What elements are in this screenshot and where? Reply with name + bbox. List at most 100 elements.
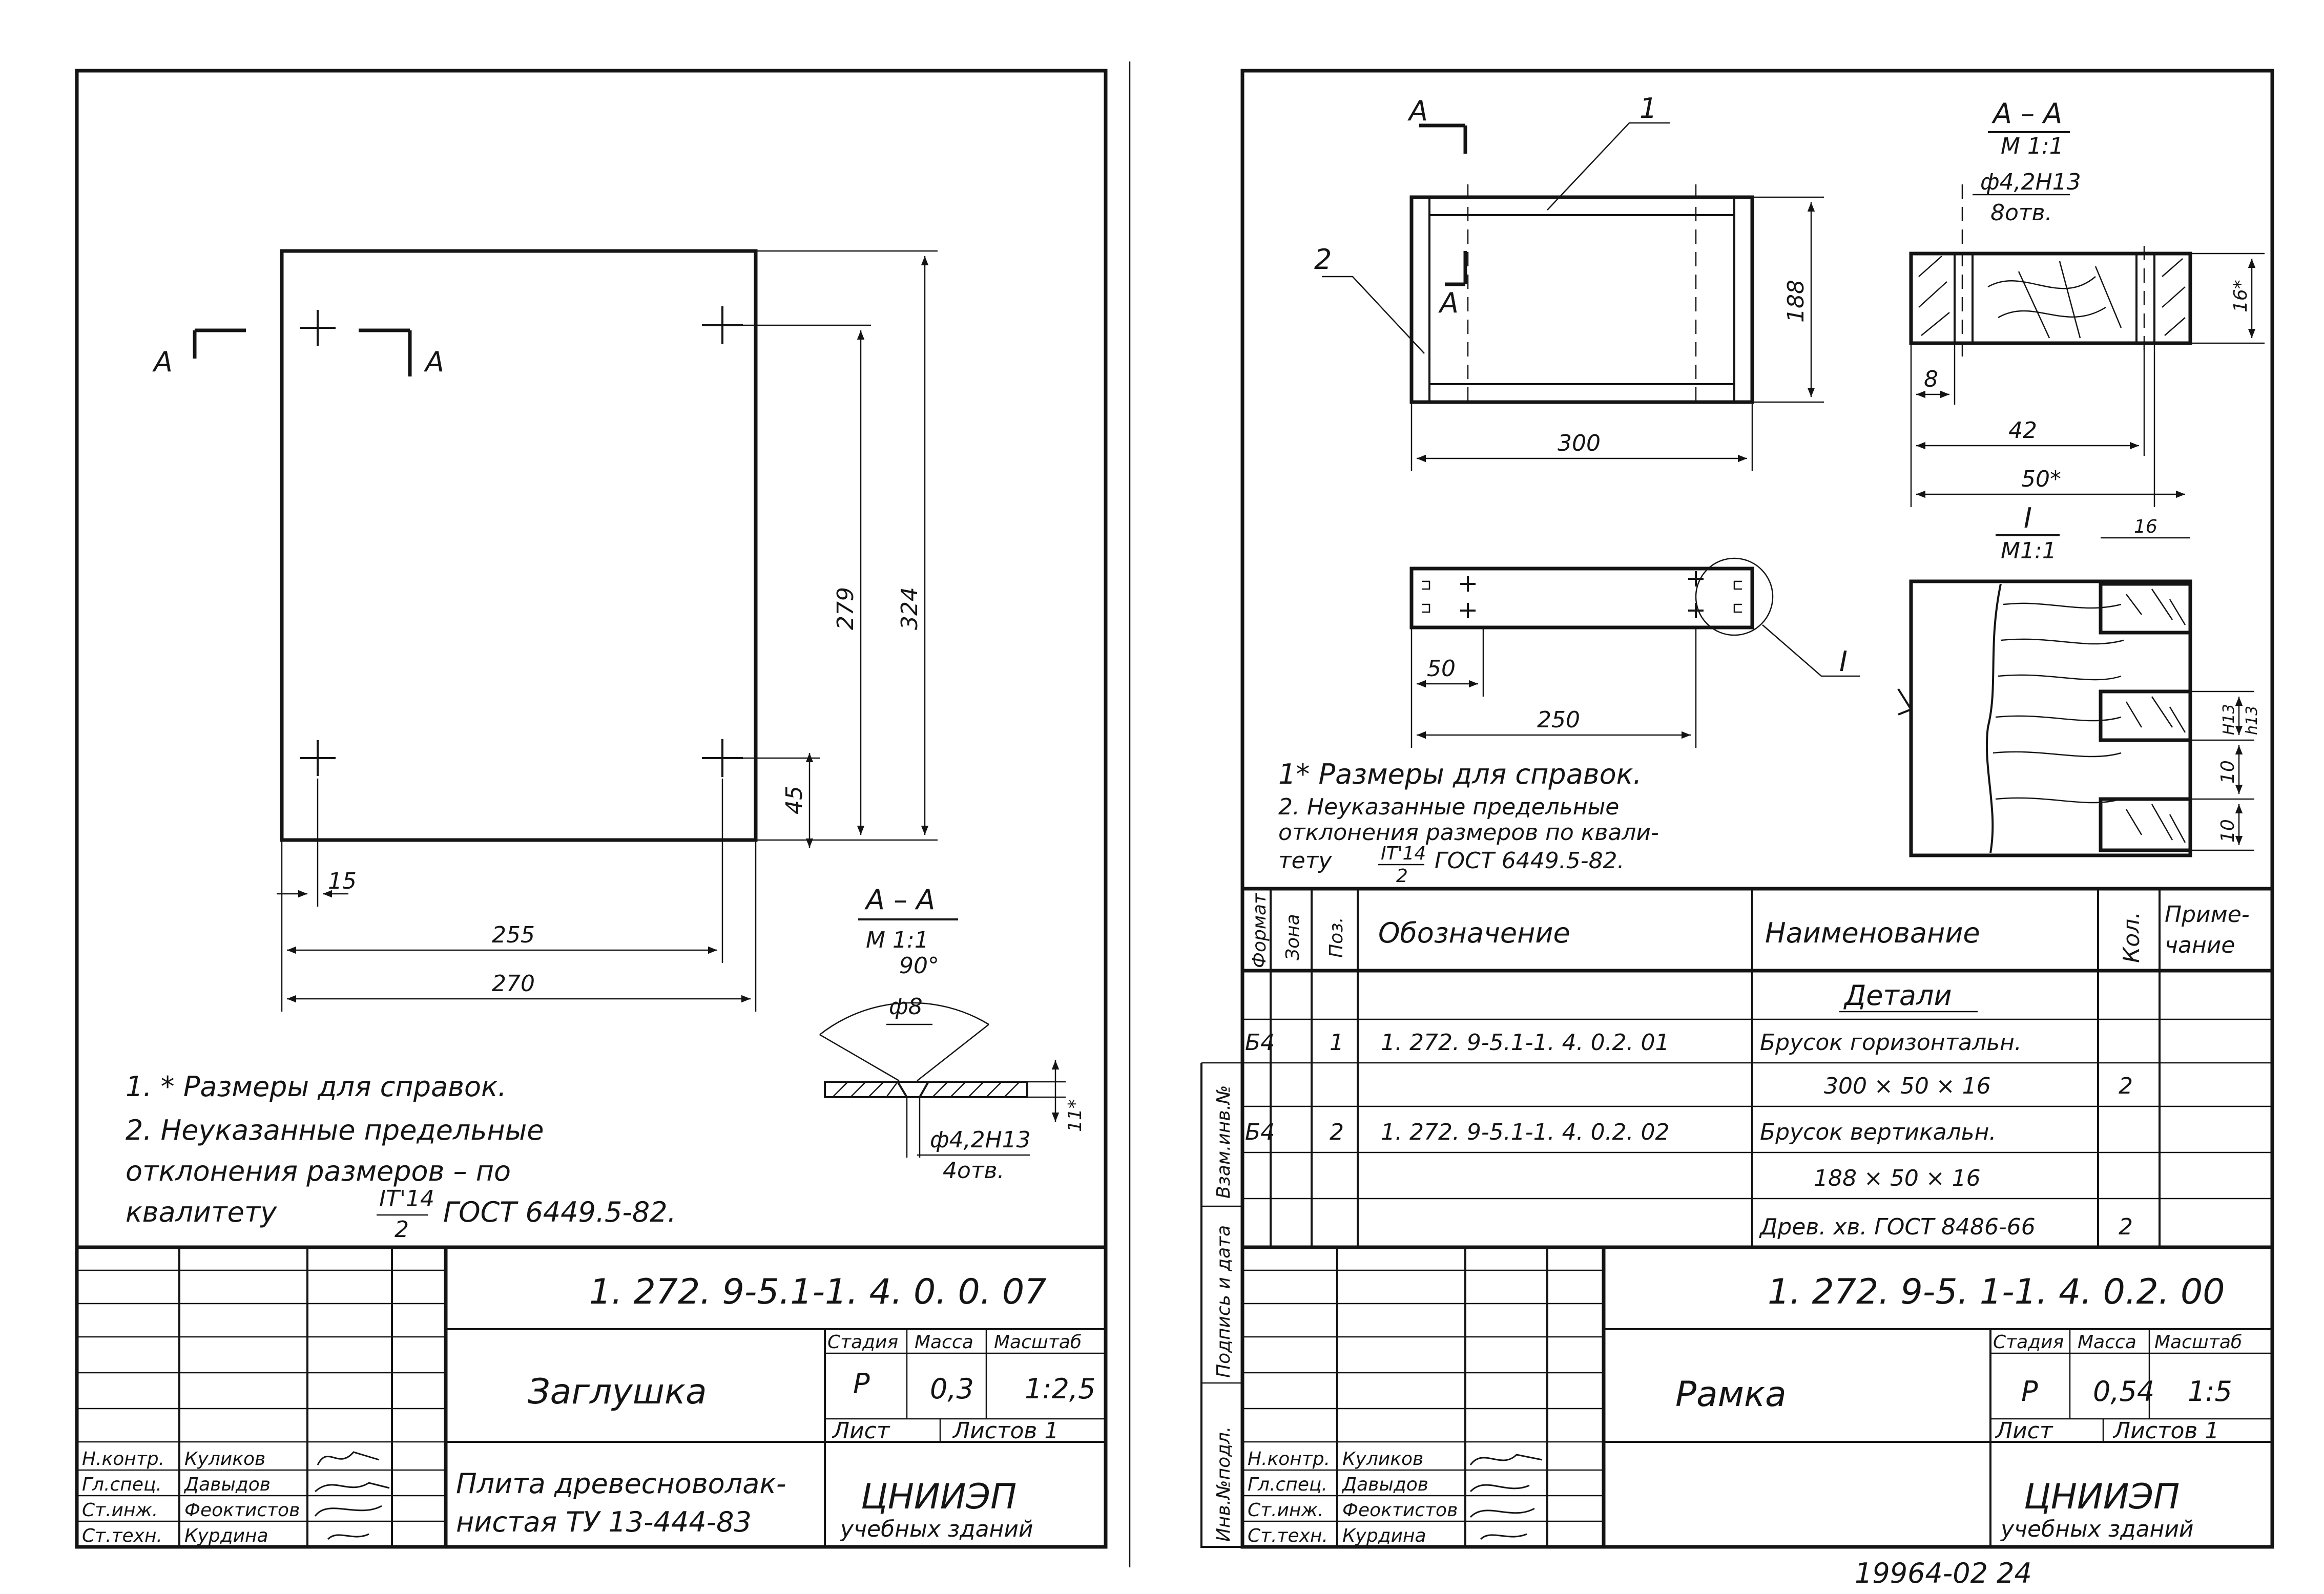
svg-text:11*: 11* bbox=[1065, 1099, 1086, 1132]
svg-text:2: 2 bbox=[2119, 1214, 2133, 1240]
svg-text:Ст.инж.: Ст.инж. bbox=[1248, 1500, 1323, 1521]
right-notes: 1* Размеры для справок. 2. Неуказанные п… bbox=[1278, 758, 1659, 887]
svg-text:Ст.инж.: Ст.инж. bbox=[82, 1500, 158, 1521]
svg-text:чание: чание bbox=[2165, 932, 2235, 958]
svg-text:Давыдов: Давыдов bbox=[1341, 1474, 1428, 1495]
dim-279: 279 bbox=[833, 587, 859, 630]
section-marker-right: А bbox=[359, 328, 444, 378]
svg-text:тету: тету bbox=[1278, 848, 1332, 874]
right-frame bbox=[1240, 69, 2274, 1549]
svg-text:Феоктистов: Феоктистов bbox=[1342, 1500, 1458, 1521]
svg-text:отклонения размеров по квали-: отклонения размеров по квали- bbox=[1278, 820, 1659, 846]
svg-text:1. 272. 9-5.1-1. 4. 0. 0. 07: 1. 272. 9-5.1-1. 4. 0. 0. 07 bbox=[589, 1272, 1047, 1312]
svg-text:М1:1: М1:1 bbox=[2001, 538, 2057, 564]
dim-45: 45 bbox=[781, 786, 807, 814]
svg-text:ГОСТ 6449.5-82.: ГОСТ 6449.5-82. bbox=[443, 1196, 676, 1228]
svg-text:16*: 16* bbox=[2230, 280, 2251, 312]
svg-text:ЦНИИЭП: ЦНИИЭП bbox=[861, 1477, 1016, 1517]
svg-text:А: А bbox=[152, 346, 173, 378]
svg-text:Кол.: Кол. bbox=[2119, 912, 2145, 963]
svg-text:1: 1 bbox=[1330, 1030, 1344, 1056]
side-label-1: Подпись и дата bbox=[1213, 1225, 1234, 1378]
svg-text:ф8: ф8 bbox=[889, 994, 923, 1020]
svg-text:2: 2 bbox=[2119, 1073, 2133, 1099]
svg-text:1:2,5: 1:2,5 bbox=[1025, 1373, 1095, 1405]
svg-text:отклонения размеров – по: отклонения размеров – по bbox=[126, 1155, 511, 1187]
svg-text:А – А: А – А bbox=[864, 884, 935, 916]
svg-text:ф4,2Н13: ф4,2Н13 bbox=[1980, 169, 2081, 195]
svg-text:Курдина: Курдина bbox=[1342, 1525, 1426, 1546]
left-frame bbox=[75, 69, 1108, 1549]
svg-text:IT'14: IT'14 bbox=[379, 1186, 434, 1212]
svg-text:Масса: Масса bbox=[915, 1332, 973, 1353]
svg-text:Давыдов: Давыдов bbox=[183, 1474, 271, 1495]
svg-text:1* Размеры для справок.: 1* Размеры для справок. bbox=[1278, 758, 1642, 790]
svg-text:16: 16 bbox=[2134, 516, 2157, 537]
svg-text:Гл.спец.: Гл.спец. bbox=[82, 1474, 162, 1495]
svg-text:250: 250 bbox=[1537, 707, 1580, 733]
dim-255: 255 bbox=[492, 922, 535, 948]
svg-text:квалитету: квалитету bbox=[126, 1196, 277, 1228]
plate-bottom-dims bbox=[277, 779, 757, 1012]
svg-text:М 1:1: М 1:1 bbox=[866, 927, 929, 953]
hole-marks bbox=[300, 306, 743, 777]
svg-text:Ст.техн.: Ст.техн. bbox=[82, 1525, 162, 1546]
svg-text:А: А bbox=[1438, 287, 1459, 319]
svg-text:Р: Р bbox=[2021, 1375, 2038, 1408]
left-section-aa: А – А М 1:1 90° ф8 11* ф4,2Н13 4отв. bbox=[819, 884, 1086, 1184]
svg-text:2: 2 bbox=[395, 1217, 409, 1243]
svg-text:Н.контр.: Н.контр. bbox=[1248, 1449, 1330, 1470]
svg-text:1. * Размеры для справок.: 1. * Размеры для справок. bbox=[126, 1071, 507, 1103]
svg-text:Заглушка: Заглушка bbox=[528, 1372, 707, 1412]
svg-text:Курдина: Курдина bbox=[184, 1525, 268, 1546]
svg-text:Лист: Лист bbox=[832, 1418, 890, 1444]
svg-text:188 × 50 × 16: 188 × 50 × 16 bbox=[1814, 1165, 1981, 1191]
section-marker-left: А bbox=[152, 328, 246, 378]
detail-i: I М1:1 16 Н13 h13 bbox=[1897, 502, 2261, 857]
svg-text:300: 300 bbox=[1558, 430, 1601, 456]
svg-text:Древ. хв. ГОСТ 8486-66: Древ. хв. ГОСТ 8486-66 bbox=[1759, 1214, 2036, 1240]
svg-text:Ст.техн.: Ст.техн. bbox=[1248, 1525, 1328, 1546]
footer-number: 19964-02 24 bbox=[1855, 1557, 2032, 1589]
svg-text:Стадия: Стадия bbox=[1993, 1332, 2064, 1353]
svg-text:Р: Р bbox=[853, 1368, 870, 1400]
svg-text:1. 272. 9-5.1-1. 4. 0.2. 01: 1. 272. 9-5.1-1. 4. 0.2. 01 bbox=[1381, 1030, 1670, 1056]
svg-text:Приме-: Приме- bbox=[2165, 901, 2250, 928]
svg-text:0,54: 0,54 bbox=[2093, 1375, 2154, 1408]
svg-text:50*: 50* bbox=[2021, 466, 2061, 492]
svg-text:1. 272. 9-5.1-1. 4. 0.2. 02: 1. 272. 9-5.1-1. 4. 0.2. 02 bbox=[1381, 1119, 1670, 1145]
spec-table: Формат Зона Поз. Обозначение Наименовани… bbox=[1242, 887, 2272, 1249]
svg-text:ГОСТ 6449.5-82.: ГОСТ 6449.5-82. bbox=[1435, 848, 1625, 874]
svg-text:I: I bbox=[1839, 645, 1848, 678]
right-section-aa: А – А М 1:1 ф4,2Н13 8отв. 16* 8 42 50* bbox=[1909, 97, 2265, 507]
svg-text:50: 50 bbox=[1427, 656, 1456, 682]
svg-text:Стадия: Стадия bbox=[827, 1332, 898, 1353]
svg-text:Масса: Масса bbox=[2078, 1332, 2136, 1353]
svg-text:2. Неуказанные предельные: 2. Неуказанные предельные bbox=[1278, 794, 1619, 820]
svg-text:Детали: Детали bbox=[1843, 979, 1952, 1012]
svg-text:Брусок вертикальн.: Брусок вертикальн. bbox=[1760, 1119, 1996, 1145]
svg-text:8: 8 bbox=[1924, 366, 1938, 392]
svg-text:10: 10 bbox=[2217, 760, 2238, 784]
svg-text:Феоктистов: Феоктистов bbox=[184, 1500, 300, 1521]
dim-15: 15 bbox=[328, 868, 357, 894]
svg-text:Брусок горизонтальн.: Брусок горизонтальн. bbox=[1760, 1030, 2022, 1056]
svg-text:ф4,2Н13: ф4,2Н13 bbox=[930, 1127, 1031, 1153]
left-title-block: 1. 272. 9-5.1-1. 4. 0. 0. 07 Заглушка Ст… bbox=[77, 1245, 1106, 1547]
svg-text:Масштаб: Масштаб bbox=[2154, 1332, 2242, 1353]
svg-text:Н13: Н13 bbox=[2220, 704, 2238, 735]
frame-top-view: А А 1 2 300 188 bbox=[1314, 92, 1824, 471]
svg-text:IT'14: IT'14 bbox=[1381, 843, 1426, 864]
svg-text:2: 2 bbox=[1330, 1119, 1344, 1145]
svg-text:А: А bbox=[424, 346, 444, 378]
svg-text:ЦНИИЭП: ЦНИИЭП bbox=[2024, 1477, 2180, 1517]
svg-text:2. Неуказанные предельные: 2. Неуказанные предельные bbox=[126, 1114, 544, 1146]
svg-text:1: 1 bbox=[1640, 92, 1657, 124]
svg-text:Куликов: Куликов bbox=[1342, 1449, 1423, 1470]
svg-text:учебных зданий: учебных зданий bbox=[839, 1516, 1033, 1542]
svg-text:Рамка: Рамка bbox=[1675, 1374, 1787, 1415]
svg-text:4отв.: 4отв. bbox=[943, 1158, 1004, 1184]
dim-324: 324 bbox=[897, 587, 923, 630]
svg-text:2: 2 bbox=[1396, 866, 1408, 887]
